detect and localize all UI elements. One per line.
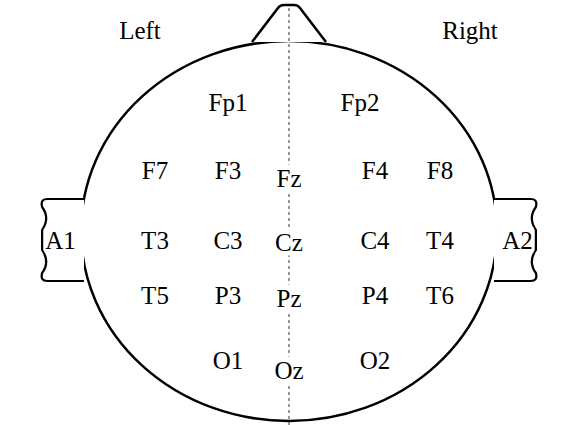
electrode-label: T4 xyxy=(426,228,454,253)
electrode-label: A2 xyxy=(501,228,534,253)
electrode-label: F4 xyxy=(362,158,388,183)
electrode-label: T6 xyxy=(426,283,454,308)
electrode-label: C3 xyxy=(213,228,242,253)
electrode-label: Fp1 xyxy=(209,90,248,115)
electrode-label: O2 xyxy=(360,348,391,373)
electrode-label: Cz xyxy=(274,229,304,256)
electrode-label: T5 xyxy=(141,283,169,308)
electrode-label: C4 xyxy=(360,228,389,253)
ear-shape xyxy=(494,199,536,281)
ear-electrode: A2 xyxy=(494,196,541,284)
electrode-label: Oz xyxy=(273,357,304,384)
electrode-label: A1 xyxy=(44,228,77,253)
ear-shape xyxy=(42,199,84,281)
electrode-label: P3 xyxy=(215,283,241,308)
side-label: Right xyxy=(442,18,498,43)
electrode-label: F3 xyxy=(215,158,241,183)
electrode-label: T3 xyxy=(141,228,169,253)
ear-electrode: A1 xyxy=(37,196,84,284)
electrode-label: P4 xyxy=(362,283,388,308)
electrode-label: Fp2 xyxy=(341,90,380,115)
electrode-label: F8 xyxy=(427,158,453,183)
side-label: Left xyxy=(119,18,161,43)
electrode-label: F7 xyxy=(142,158,168,183)
electrode-label: Pz xyxy=(276,285,303,312)
electrode-label: Fz xyxy=(276,165,303,192)
electrode-label: O1 xyxy=(213,348,244,373)
